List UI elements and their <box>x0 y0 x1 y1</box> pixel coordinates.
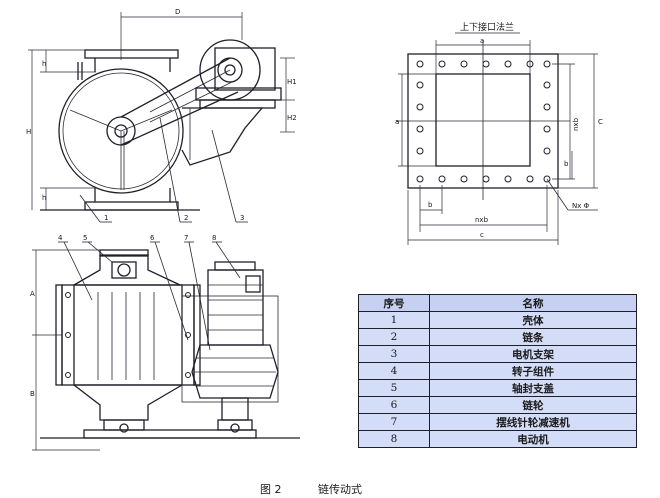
row-name: 链轮 <box>429 396 637 414</box>
callout-1: 1 <box>104 214 108 222</box>
reducer-body <box>191 344 279 399</box>
callout-2: 2 <box>184 214 188 222</box>
dim-a-left: a <box>395 118 399 126</box>
dim-nxb-right: nxb <box>572 117 580 131</box>
row-name: 转子组件 <box>429 362 637 380</box>
dim-B: B <box>30 390 35 398</box>
front-view: A B 4 5 6 7 8 <box>30 234 300 451</box>
row-no: 5 <box>358 379 430 397</box>
row-no: 3 <box>358 345 430 363</box>
table-row: 3 电机支架 <box>358 345 637 363</box>
dim-b-left: b <box>428 201 433 209</box>
side-view: D H h h H1 H2 1 2 3 <box>26 8 297 223</box>
row-name: 摆线针轮减速机 <box>429 413 637 431</box>
row-no: 8 <box>358 430 430 448</box>
dim-nxb-bottom: nxb <box>475 216 489 224</box>
flange-view: 上下接口法兰 <box>395 21 603 245</box>
housing-circle <box>58 68 184 194</box>
row-no: 7 <box>358 413 430 431</box>
row-no: 2 <box>358 328 430 346</box>
header-no: 序号 <box>358 294 430 312</box>
callout-8: 8 <box>212 234 216 242</box>
dim-H2: H2 <box>287 114 297 122</box>
dim-c-bottom: c <box>480 231 484 239</box>
row-name: 轴封支盖 <box>429 379 637 397</box>
flange-title: 上下接口法兰 <box>460 21 514 33</box>
dim-H: H <box>26 128 31 136</box>
callout-5: 5 <box>83 234 87 242</box>
callout-4: 4 <box>58 234 63 242</box>
dim-b-right: b <box>564 160 569 168</box>
dim-h-top: h <box>42 60 46 68</box>
table-row: 2 链条 <box>358 328 637 346</box>
dim-h-bottom: h <box>42 194 46 202</box>
figure-title: 链传动式 <box>318 482 362 496</box>
hole-note: Nx Φ <box>572 202 590 210</box>
figure-number: 图 2 <box>260 483 282 496</box>
table-row: 5 轴封支盖 <box>358 379 637 397</box>
callout-7: 7 <box>184 234 188 242</box>
row-name: 壳体 <box>429 311 637 329</box>
dim-H1: H1 <box>287 78 297 86</box>
dim-a-top: a <box>480 37 484 45</box>
row-no: 6 <box>358 396 430 414</box>
row-name: 电动机 <box>429 430 637 448</box>
table-row: 7 摆线针轮减速机 <box>358 413 637 431</box>
row-name: 链条 <box>429 328 637 346</box>
callout-6: 6 <box>150 234 155 242</box>
row-name: 电机支架 <box>429 345 637 363</box>
parts-table-header: 序号 名称 <box>358 294 637 312</box>
dim-D: D <box>175 8 180 16</box>
table-row: 6 链轮 <box>358 396 637 414</box>
parts-table: 序号 名称 1 壳体 2 链条 3 电机支架 4 转子组件 5 轴封支盖 6 链… <box>358 294 637 448</box>
dim-A: A <box>30 290 35 298</box>
table-row: 1 壳体 <box>358 311 637 329</box>
callout-3: 3 <box>240 214 244 222</box>
dim-C-right: C <box>598 118 603 126</box>
motor-body <box>207 269 264 346</box>
table-row: 4 转子组件 <box>358 362 637 380</box>
row-no: 1 <box>358 311 430 329</box>
row-no: 4 <box>358 362 430 380</box>
header-name: 名称 <box>429 294 637 312</box>
table-row: 8 电动机 <box>358 430 637 448</box>
